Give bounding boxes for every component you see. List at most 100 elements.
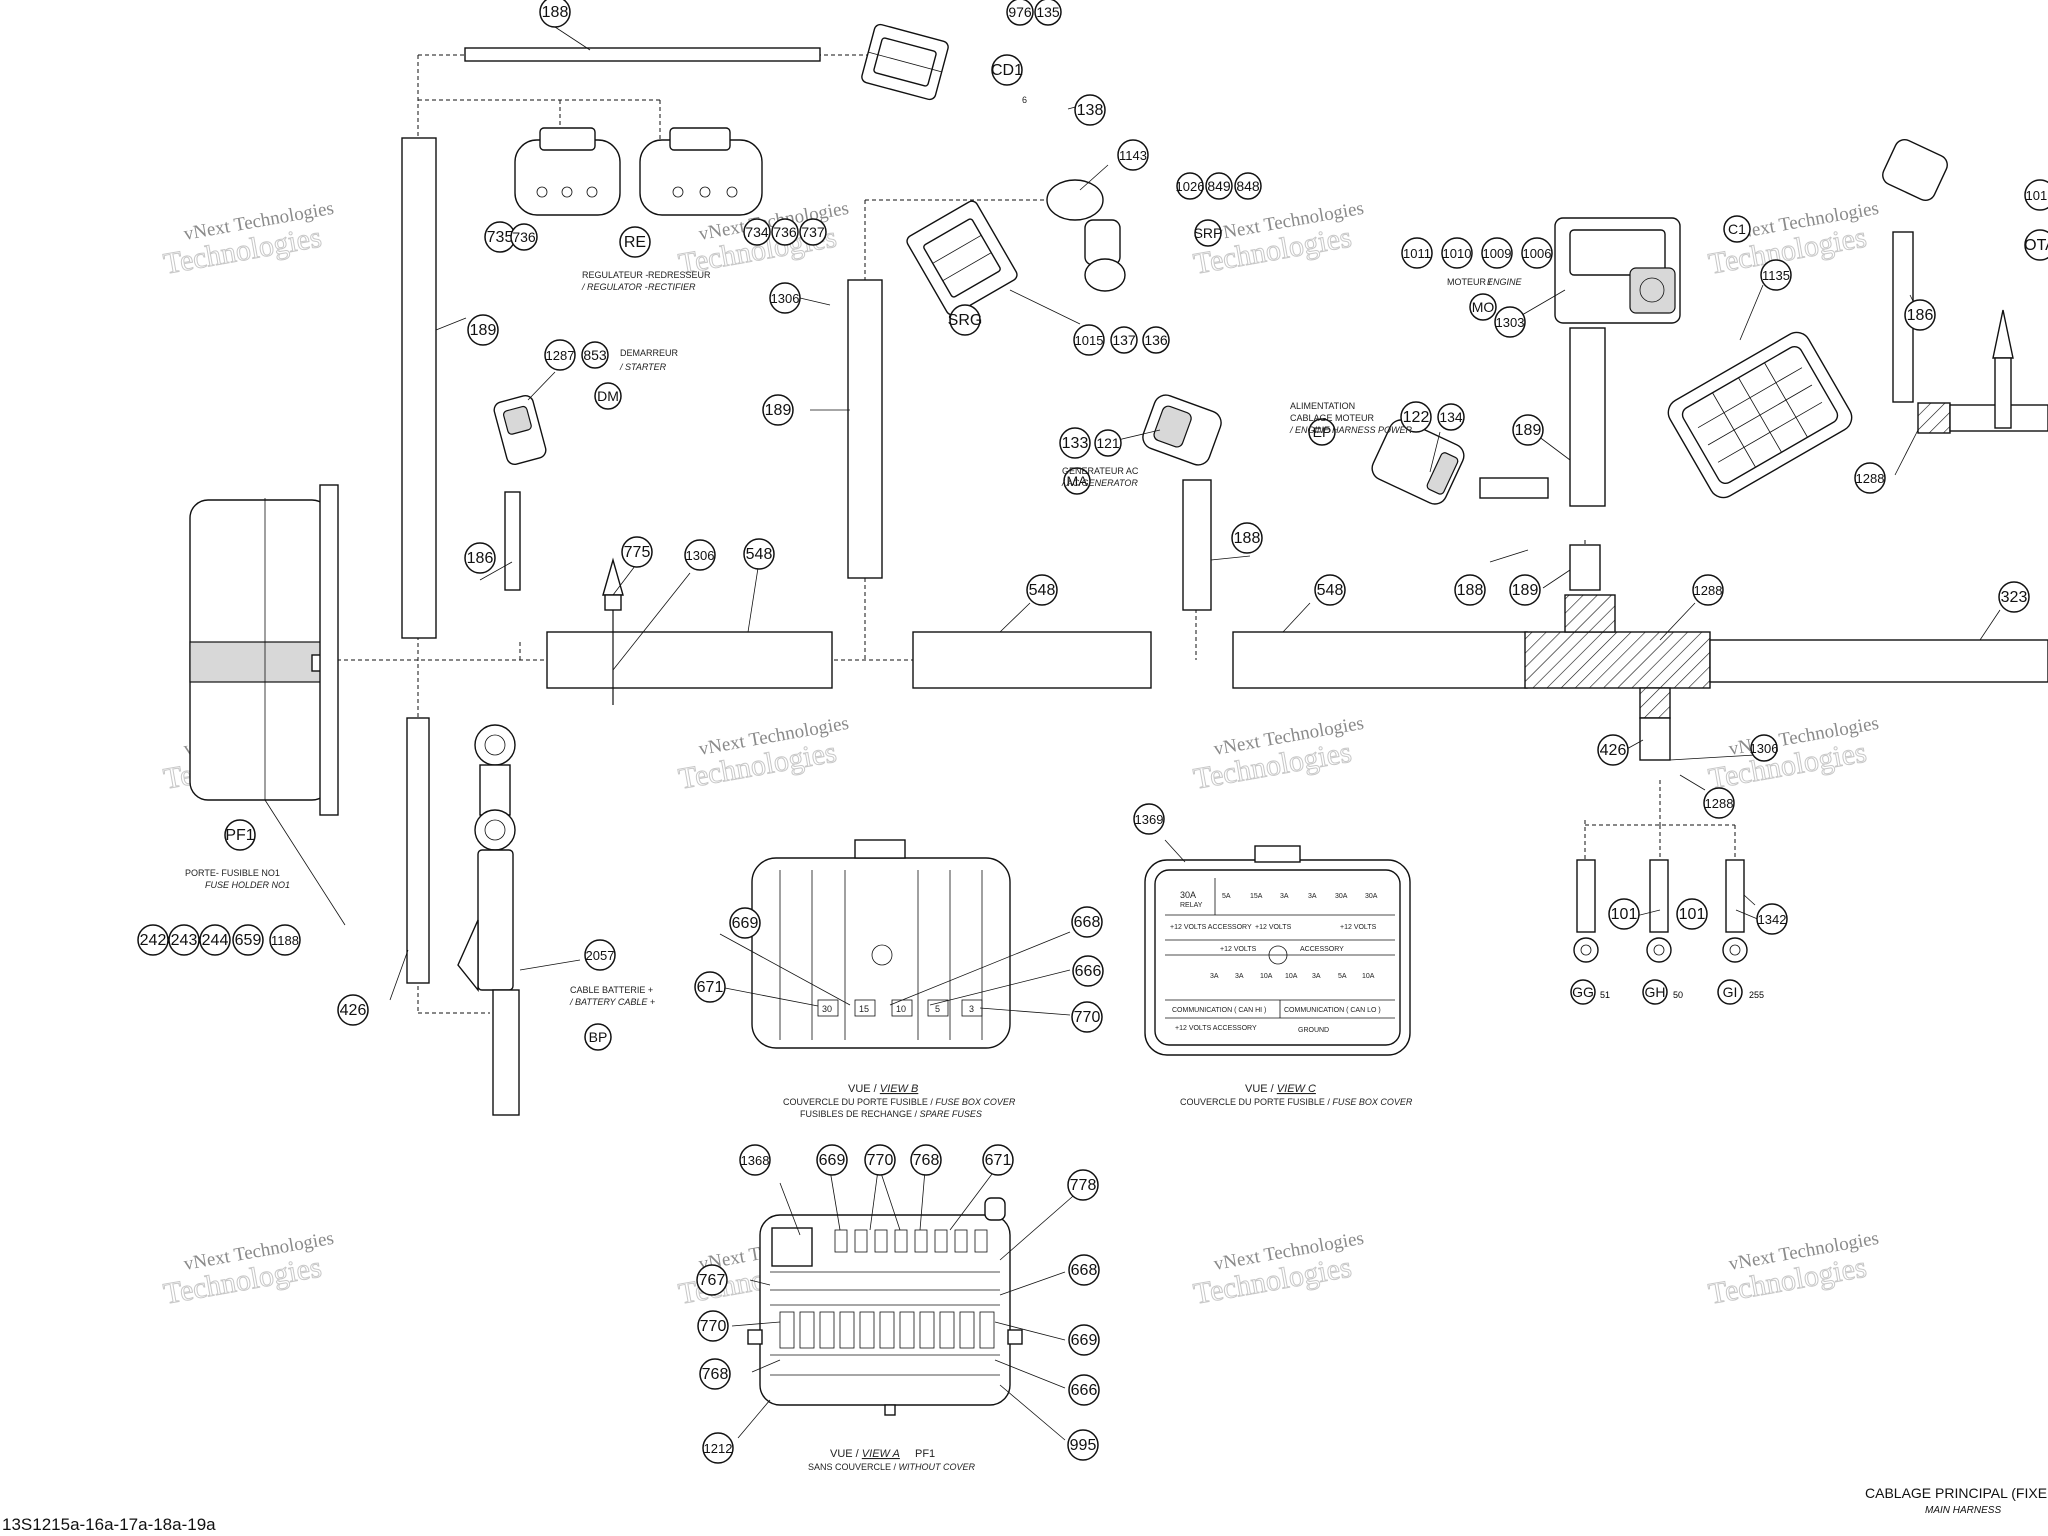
callout-circle xyxy=(1481,237,1513,269)
connector-regulator-drawing xyxy=(514,127,621,216)
callout-CD1: CD1 xyxy=(991,54,1023,86)
callout-circle xyxy=(1692,574,1724,606)
fuse-slot-label: 5 xyxy=(935,1004,940,1014)
callout-text: 768 xyxy=(913,1152,940,1169)
callout-text: 671 xyxy=(697,979,724,996)
callout-circle xyxy=(1073,324,1105,356)
callout-text: 659 xyxy=(235,932,262,949)
callout-text: 1011 xyxy=(1403,246,1431,261)
callout-1009: 1009 xyxy=(1481,237,1513,269)
callout-text: 1303 xyxy=(1496,315,1525,330)
main-harness-segment-548 xyxy=(1232,631,1528,689)
callout-1015: 1015 xyxy=(2024,179,2048,211)
view-c-cell: 5A xyxy=(1338,973,1347,980)
view-c-title: VUE / VIEW C xyxy=(1245,1083,1316,1095)
callout-426: 426 xyxy=(337,994,369,1026)
callout-text: 1288 xyxy=(1856,471,1885,486)
callout-circle xyxy=(1760,259,1792,291)
main-harness-segment-548 xyxy=(546,631,833,689)
terminal-right-drawing xyxy=(1992,309,2014,429)
view-c-cell: 3A xyxy=(1280,893,1289,900)
regulator-label: / REGULATOR - xyxy=(581,282,648,292)
callout-circle xyxy=(1026,574,1058,606)
callout-666: 666 xyxy=(1072,955,1104,987)
callout-circle xyxy=(1059,427,1091,459)
callout-244: 244 xyxy=(199,924,231,956)
callout-circle xyxy=(1006,0,1034,26)
callout-circle xyxy=(991,54,1023,86)
callout-text: 1288 xyxy=(1705,796,1734,811)
callout-text: 189 xyxy=(1515,422,1542,439)
callout-text: 121 xyxy=(1096,435,1120,451)
battery-cable-drawing xyxy=(457,724,520,1116)
sleeve-189-engine-low xyxy=(1569,544,1601,591)
callout-188: 188 xyxy=(1454,574,1486,606)
view-c-cell: 15A xyxy=(1250,893,1263,900)
callout-text: 770 xyxy=(867,1152,894,1169)
sleeve-189-engine xyxy=(1569,327,1606,507)
demarreur-label: DEMARREUR xyxy=(620,348,679,358)
callout-186: 186 xyxy=(1904,299,1936,331)
callout-101: 101 xyxy=(1676,898,1708,930)
fuse-slot-label: 15 xyxy=(859,1004,869,1014)
callout-text: MA xyxy=(1067,473,1089,489)
callout-circle xyxy=(1117,139,1149,171)
callout-text: 1015 xyxy=(1075,333,1104,348)
view-a-pf1: PF1 xyxy=(915,1448,935,1460)
callout-text: 186 xyxy=(1907,307,1934,324)
fuse-holder-pf1-drawing xyxy=(189,484,339,816)
ground-lead-gh xyxy=(1649,859,1669,933)
fuse-slot-label: 3 xyxy=(969,1004,974,1014)
callout-text: MO xyxy=(1472,299,1495,315)
callout-text: 775 xyxy=(624,544,651,561)
callout-133: 133 xyxy=(1059,427,1091,459)
main-harness-segment-323 xyxy=(1709,639,2048,683)
callout-circle xyxy=(1110,326,1138,354)
callout-circle xyxy=(1400,401,1432,433)
callout-text: 849 xyxy=(1207,178,1231,194)
callout-text: C1 xyxy=(1728,221,1746,237)
view-c-row-label: +12 VOLTS xyxy=(1220,946,1257,953)
callout-RE: RE xyxy=(619,226,651,258)
callout-circle xyxy=(1469,293,1497,321)
callout-text: 243 xyxy=(171,932,198,949)
callout-text: 1212 xyxy=(704,1441,733,1456)
callout-666: 666 xyxy=(1068,1374,1100,1406)
callout-circle xyxy=(1401,237,1433,269)
callout-188: 188 xyxy=(1231,522,1263,554)
callout-PF1: PF1 xyxy=(224,819,256,851)
sleeve-188-ep xyxy=(1479,477,1549,499)
callout-circle xyxy=(539,0,571,28)
callout-text: BP xyxy=(589,1029,608,1045)
callout-778: 778 xyxy=(1067,1169,1099,1201)
callout-circle xyxy=(1068,1254,1100,1286)
callout-770: 770 xyxy=(1071,1001,1103,1033)
callout-text: 1009 xyxy=(1483,246,1512,261)
callout-circle xyxy=(584,1023,612,1051)
connector-ac-generator-drawing xyxy=(1142,394,1222,466)
view-c-cell: 5A xyxy=(1222,893,1231,900)
callout-1306: 1306 xyxy=(684,539,716,571)
callout-text: 736 xyxy=(512,229,536,245)
callout-669: 669 xyxy=(816,1144,848,1176)
main-junction-1288 xyxy=(1524,631,1711,689)
view-c-ground: GROUND xyxy=(1298,1027,1329,1034)
callout-text: 737 xyxy=(801,224,825,240)
callout-text: 668 xyxy=(1074,914,1101,931)
callout-text: 188 xyxy=(542,4,569,21)
callout-circle xyxy=(864,1144,896,1176)
callout-548: 548 xyxy=(1026,574,1058,606)
text-labels: 6 REGULATEUR - / REGULATOR - REDRESSEUR … xyxy=(185,95,1764,1472)
callout-138: 138 xyxy=(1074,94,1106,126)
callout-circle xyxy=(1521,237,1553,269)
callout-736: 736 xyxy=(771,218,799,246)
junction-lower-1288 xyxy=(1639,687,1671,719)
callout-text: DM xyxy=(597,388,619,404)
callout-MA: MA xyxy=(1063,467,1091,495)
callout-186: 186 xyxy=(464,542,496,574)
callout-text: 426 xyxy=(1600,742,1627,759)
view-c-relay: 30A xyxy=(1180,890,1196,900)
ac-generator-label: / AC GENERATOR xyxy=(1061,478,1138,488)
connector-engine-1303-drawing xyxy=(1554,217,1681,324)
callout-189: 189 xyxy=(467,314,499,346)
